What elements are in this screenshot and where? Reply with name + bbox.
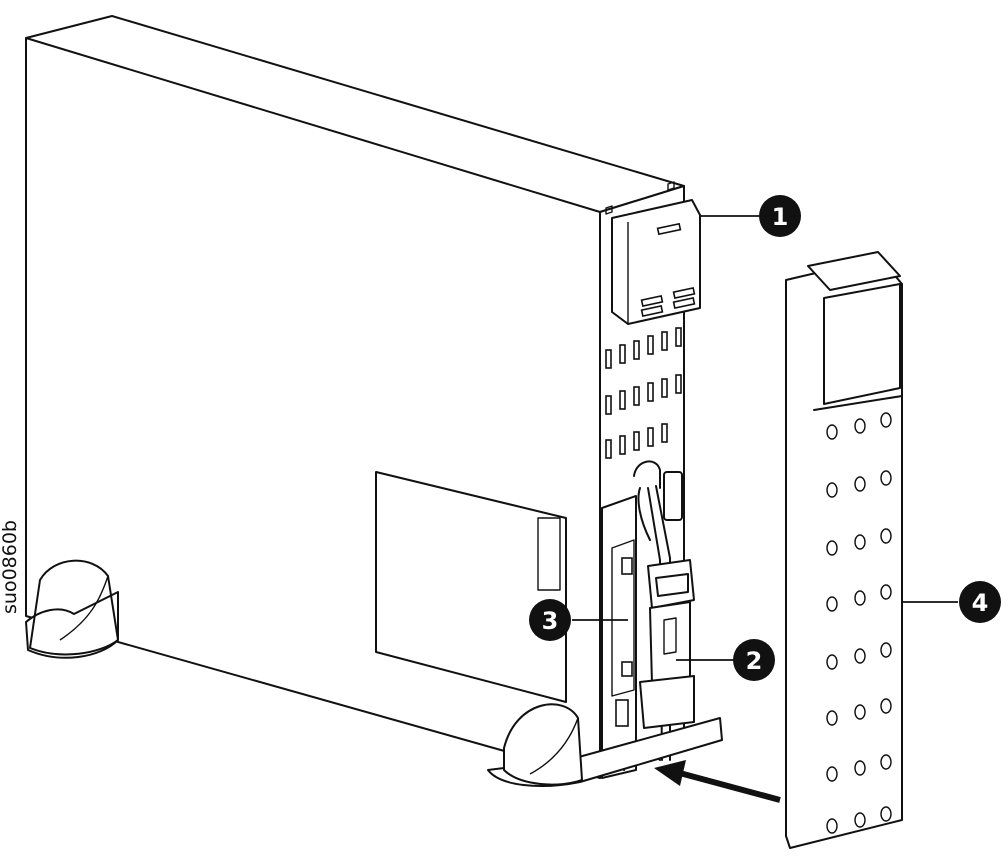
svg-text:4: 4	[972, 589, 989, 617]
stand-foot-rear	[25, 559, 119, 659]
callout-3: 3	[529, 599, 571, 641]
ups-unit	[25, 15, 701, 779]
front-bezel	[785, 251, 903, 849]
callout-2: 2	[733, 639, 775, 681]
ups-side-panel	[25, 15, 685, 779]
front-vents	[605, 327, 682, 459]
callout-4: 4	[959, 581, 1001, 623]
display-module	[611, 199, 701, 325]
svg-text:2: 2	[746, 647, 763, 675]
insertion-arrow	[654, 760, 781, 803]
svg-text:1: 1	[772, 203, 789, 231]
bezel-vent-holes	[826, 412, 892, 834]
callout-1: 1	[759, 195, 801, 237]
figure-id: suo0860b	[0, 520, 21, 614]
stand-foot-front	[487, 703, 723, 787]
side-label-panel	[375, 471, 567, 703]
svg-text:3: 3	[542, 607, 559, 635]
